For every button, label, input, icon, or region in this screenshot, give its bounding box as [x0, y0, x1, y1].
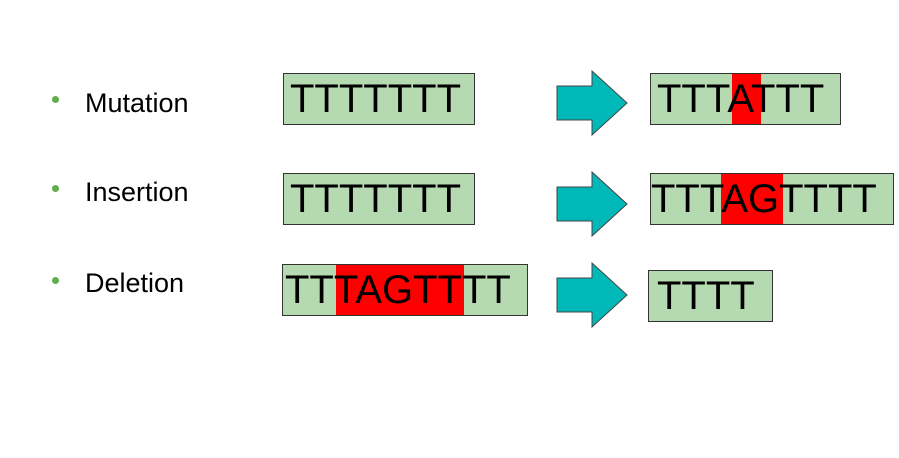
label-deletion: Deletion — [85, 268, 185, 298]
bullet-deletion — [52, 277, 59, 284]
arrow-right-icon — [556, 262, 628, 328]
sequence-insertion-after: TTTAGTTTT — [650, 173, 894, 225]
sequence-text: TTTTTTT — [290, 77, 462, 121]
bullet-mutation — [52, 96, 59, 103]
sequence-text: TTTAGTTTT — [651, 177, 877, 221]
sequence-text: TTTAGTTTT — [285, 268, 511, 312]
sequence-text: TTTT — [657, 274, 755, 318]
insertion-highlight — [721, 174, 783, 224]
sequence-text: TTTTTTT — [290, 177, 462, 221]
sequence-deletion-after: TTTT — [648, 270, 773, 322]
mutation-highlight — [732, 74, 761, 124]
arrow-right-icon — [556, 70, 628, 136]
sequence-mutation-before: TTTTTTT — [283, 73, 475, 125]
arrow-right-icon — [556, 171, 628, 237]
deletion-highlight — [336, 265, 464, 315]
sequence-mutation-after: TTTATTT — [650, 73, 841, 125]
bullet-insertion — [52, 185, 59, 192]
sequence-text: TTTATTT — [657, 77, 825, 121]
sequence-insertion-before: TTTTTTT — [283, 173, 475, 225]
sequence-deletion-before: TTTAGTTTT — [282, 264, 528, 316]
label-insertion: Insertion — [85, 177, 189, 207]
label-mutation: Mutation — [85, 88, 189, 118]
